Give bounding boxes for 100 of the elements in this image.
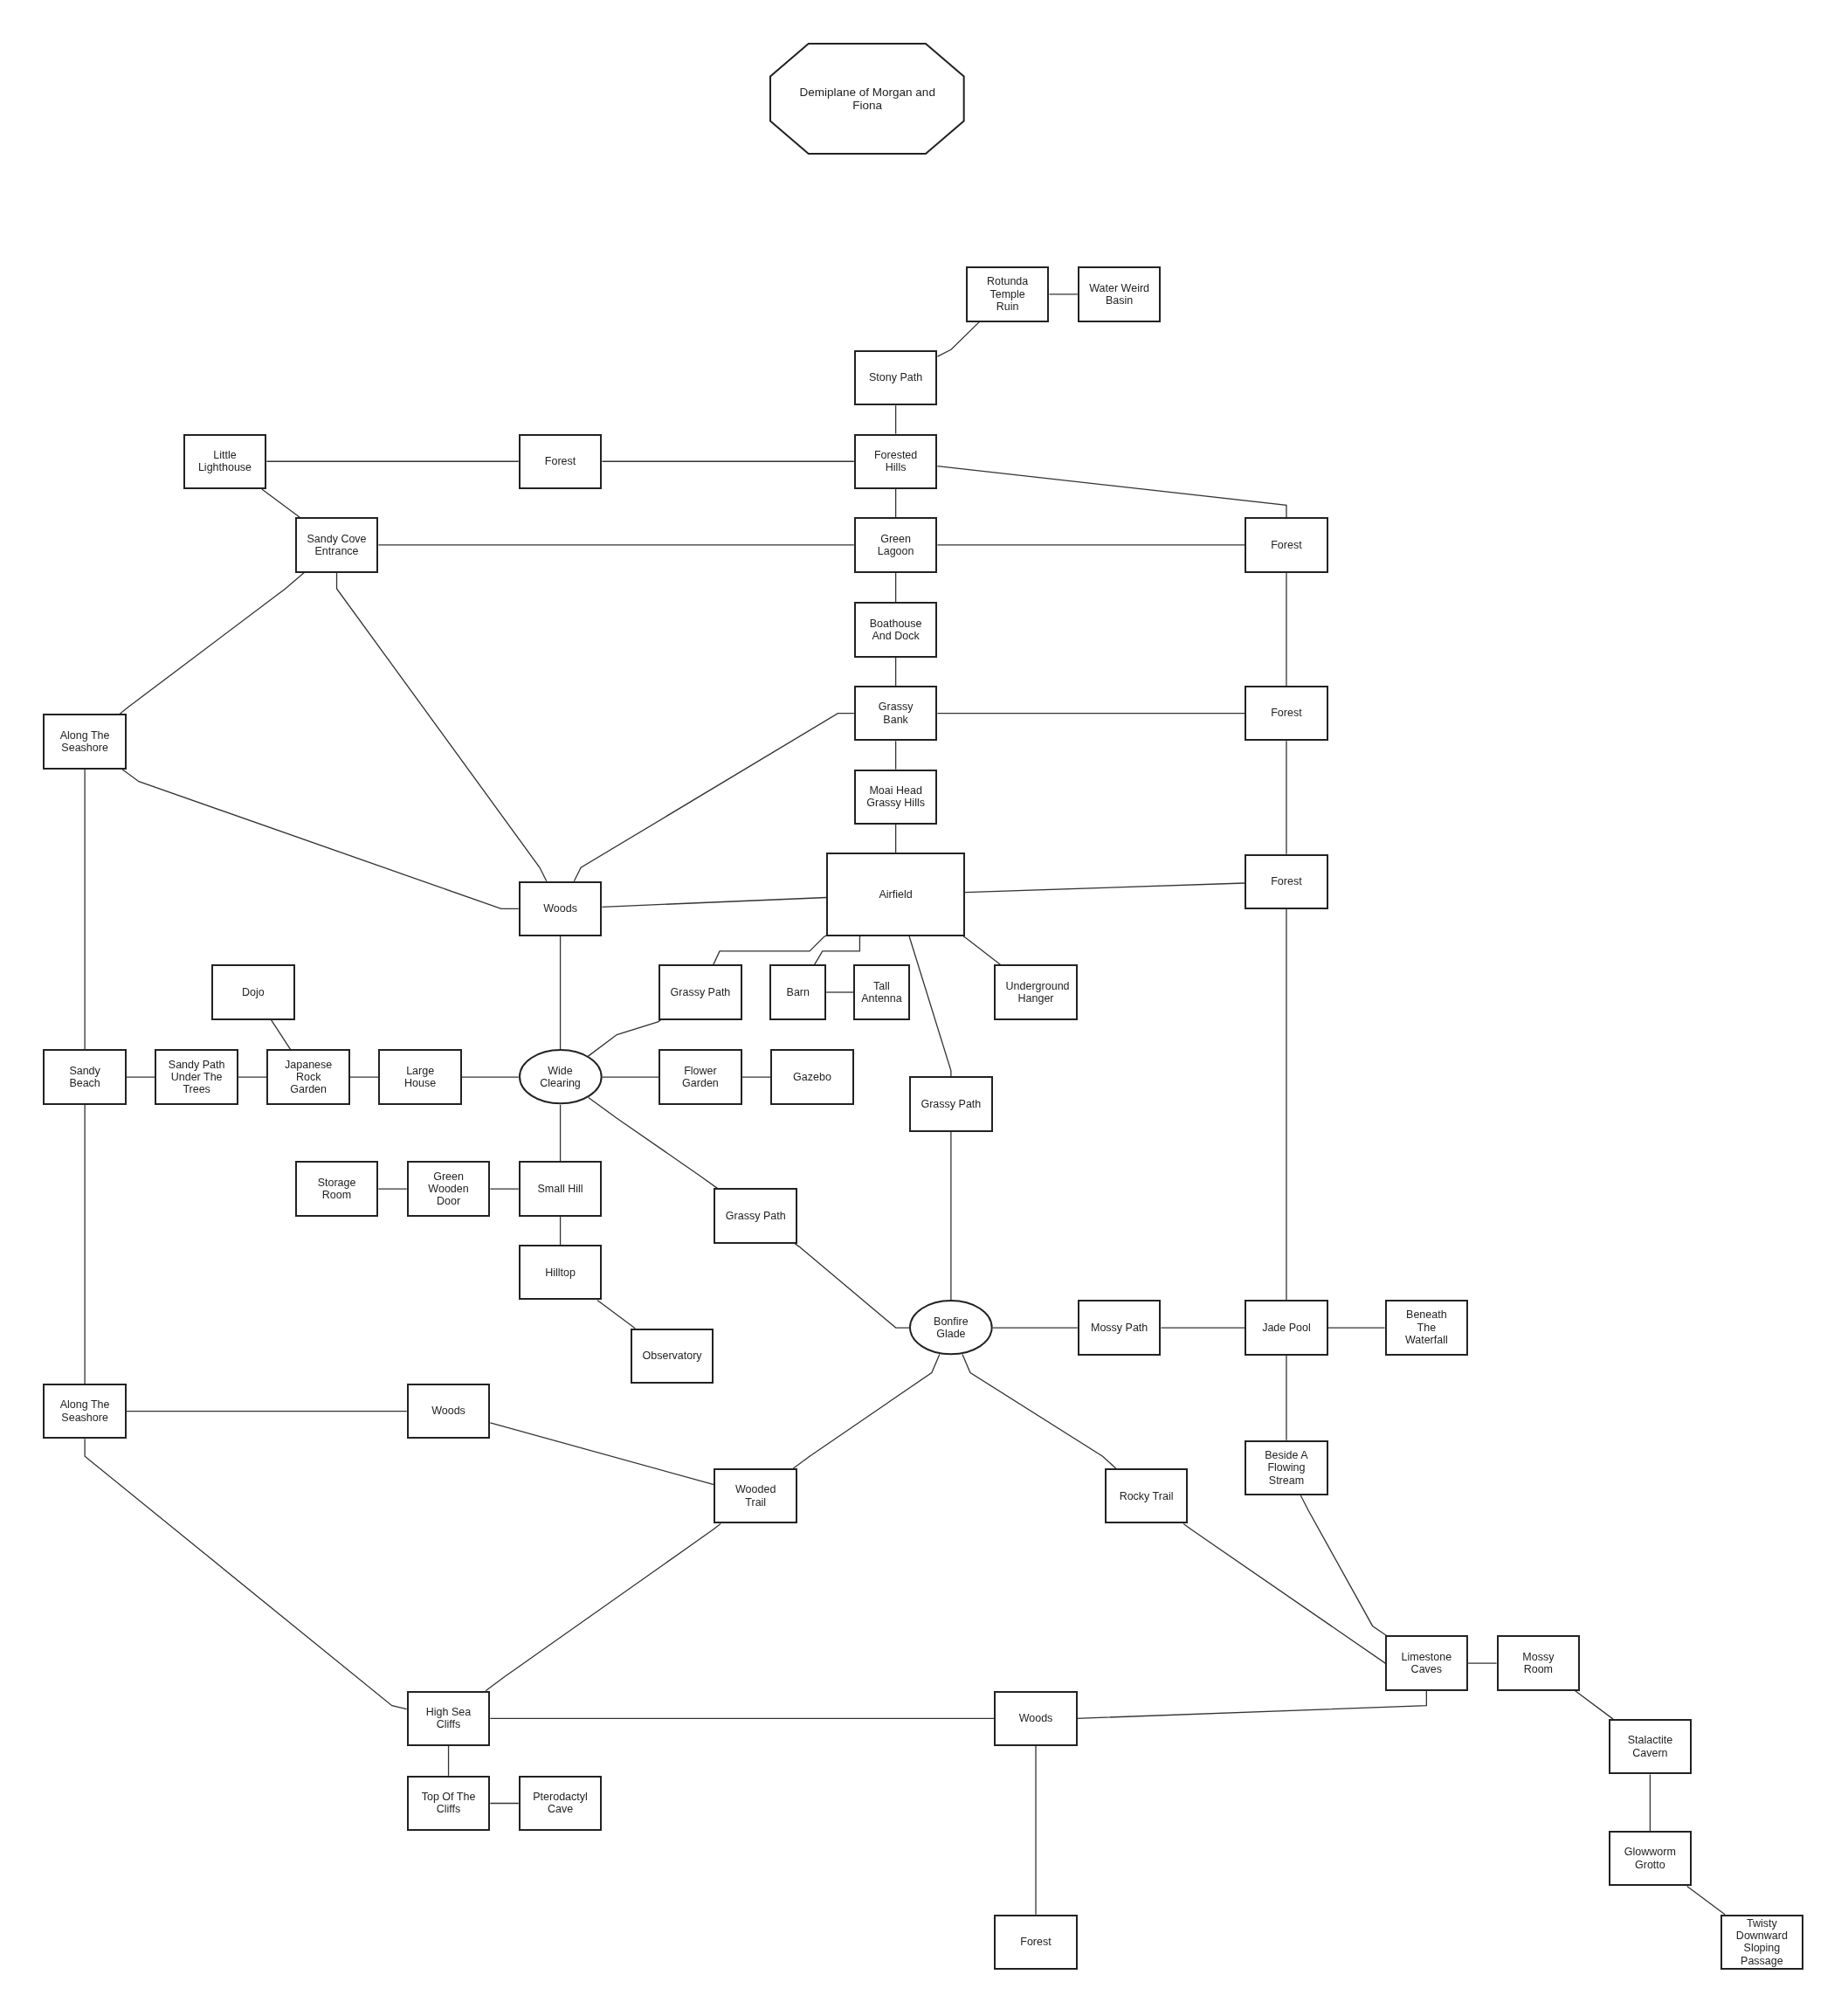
connector-line [559,936,562,1051]
connector-line [1327,1327,1386,1329]
location-box [853,349,938,406]
location-name: Jade Pool [1261,1321,1312,1335]
location-name: Wide Clearing [539,1064,582,1090]
location-name: Grassy Path [669,985,732,999]
location-name: High Sea Cliffs [424,1706,472,1731]
location-name: Top Of The Cliffs [420,1791,477,1816]
connector-line [713,935,827,965]
location-name: Twisty Downward Sloping Passage [1734,1916,1789,1968]
location-name: Forest [1270,538,1303,552]
connector-line [377,544,855,546]
location-box [1384,1635,1469,1691]
connector-line [964,882,1245,894]
location-name: Water Weird Basin [1088,281,1151,307]
location-box [266,1049,350,1105]
location-name: Bonfire Glade [933,1315,969,1341]
location-box [1245,1440,1328,1496]
location-name: Small Hill [536,1182,584,1196]
connector-line [349,1076,379,1078]
location-name: Boathouse And Dock [868,617,923,643]
location-name: Tall Antenna [860,979,903,1005]
location-box [1077,266,1162,322]
connector-line [1686,1885,1726,1916]
connector-line [895,571,897,604]
location-name: Wooded Trail [734,1483,777,1509]
location-box [994,1690,1078,1746]
location-box [994,964,1078,1020]
connector-line [461,1076,520,1078]
connector-line [447,1745,450,1777]
connector-line [936,321,980,357]
location-name: Sandy Beach [68,1064,101,1090]
connector-line [908,936,952,1077]
location-name: Grassy Path [724,1209,787,1223]
connector-line [895,657,897,687]
connector-line [950,1131,952,1301]
location-box [659,964,742,1020]
location-box [1077,1300,1162,1356]
connector-line [588,1096,718,1190]
location-name: Airfield [878,887,914,901]
connector-line [559,1216,562,1246]
connector-line [84,1104,86,1384]
location-name: Moai Head Grassy Hills [865,784,926,810]
location-name: Observatory [641,1350,703,1363]
connector-line [1286,1355,1287,1441]
connector-line [825,991,854,993]
location-name: Large House [403,1064,438,1090]
connector-line [261,488,300,518]
location-name: Forested Hills [872,448,919,474]
location-box [1384,1300,1469,1356]
connector-line [936,465,1287,518]
location-box [1245,686,1328,742]
connector-line [84,769,86,1051]
location-box [1608,1831,1693,1887]
location-name: Demiplane of Morgan and Fiona [798,85,936,113]
connector-line [559,1104,562,1163]
connector-line [1286,571,1287,687]
location-name: Woods [542,902,578,915]
location-box [406,1384,491,1440]
connector-line [84,1438,408,1710]
location-box [294,1161,379,1217]
connector-line [126,1411,408,1412]
connector-line [895,824,897,853]
connector-line [377,1188,408,1190]
connector-line [601,460,855,462]
connector-line [895,488,897,518]
connector-line [1467,1662,1498,1664]
location-box [965,266,1050,322]
location-name: Sandy Cove Entrance [306,532,368,558]
location-box [406,1161,491,1217]
connector-line [1286,740,1287,855]
title-octagon [769,43,966,155]
location-box [294,517,379,573]
location-name: Grassy Bank [877,701,914,727]
connector-line [485,1522,721,1692]
location-box [518,1245,603,1301]
location-box [1720,1914,1804,1971]
location-name: Beside A Flowing Stream [1264,1448,1309,1487]
location-box [909,1076,993,1132]
location-box [1245,517,1328,573]
location-box [853,433,938,489]
connector-line [489,1188,520,1190]
location-name: Hilltop [544,1266,576,1279]
location-box [1245,1300,1328,1356]
location-box [994,1914,1078,1971]
connector-line [270,1019,292,1051]
location-box [1104,1468,1189,1524]
connector-line [936,544,1245,546]
location-box [1608,1719,1693,1775]
location-box [853,964,910,1020]
location-box [853,686,938,742]
location-box [43,714,127,770]
connector-line [126,1076,155,1078]
location-name: Glowworm Grotto [1623,1846,1677,1872]
location-name: Underground Hanger [1004,979,1069,1005]
connector-line [1076,1690,1427,1720]
connector-line [1575,1690,1614,1720]
connector-line [119,571,305,715]
location-name: Storage Room [316,1176,357,1202]
location-name: Gazebo [792,1070,832,1084]
